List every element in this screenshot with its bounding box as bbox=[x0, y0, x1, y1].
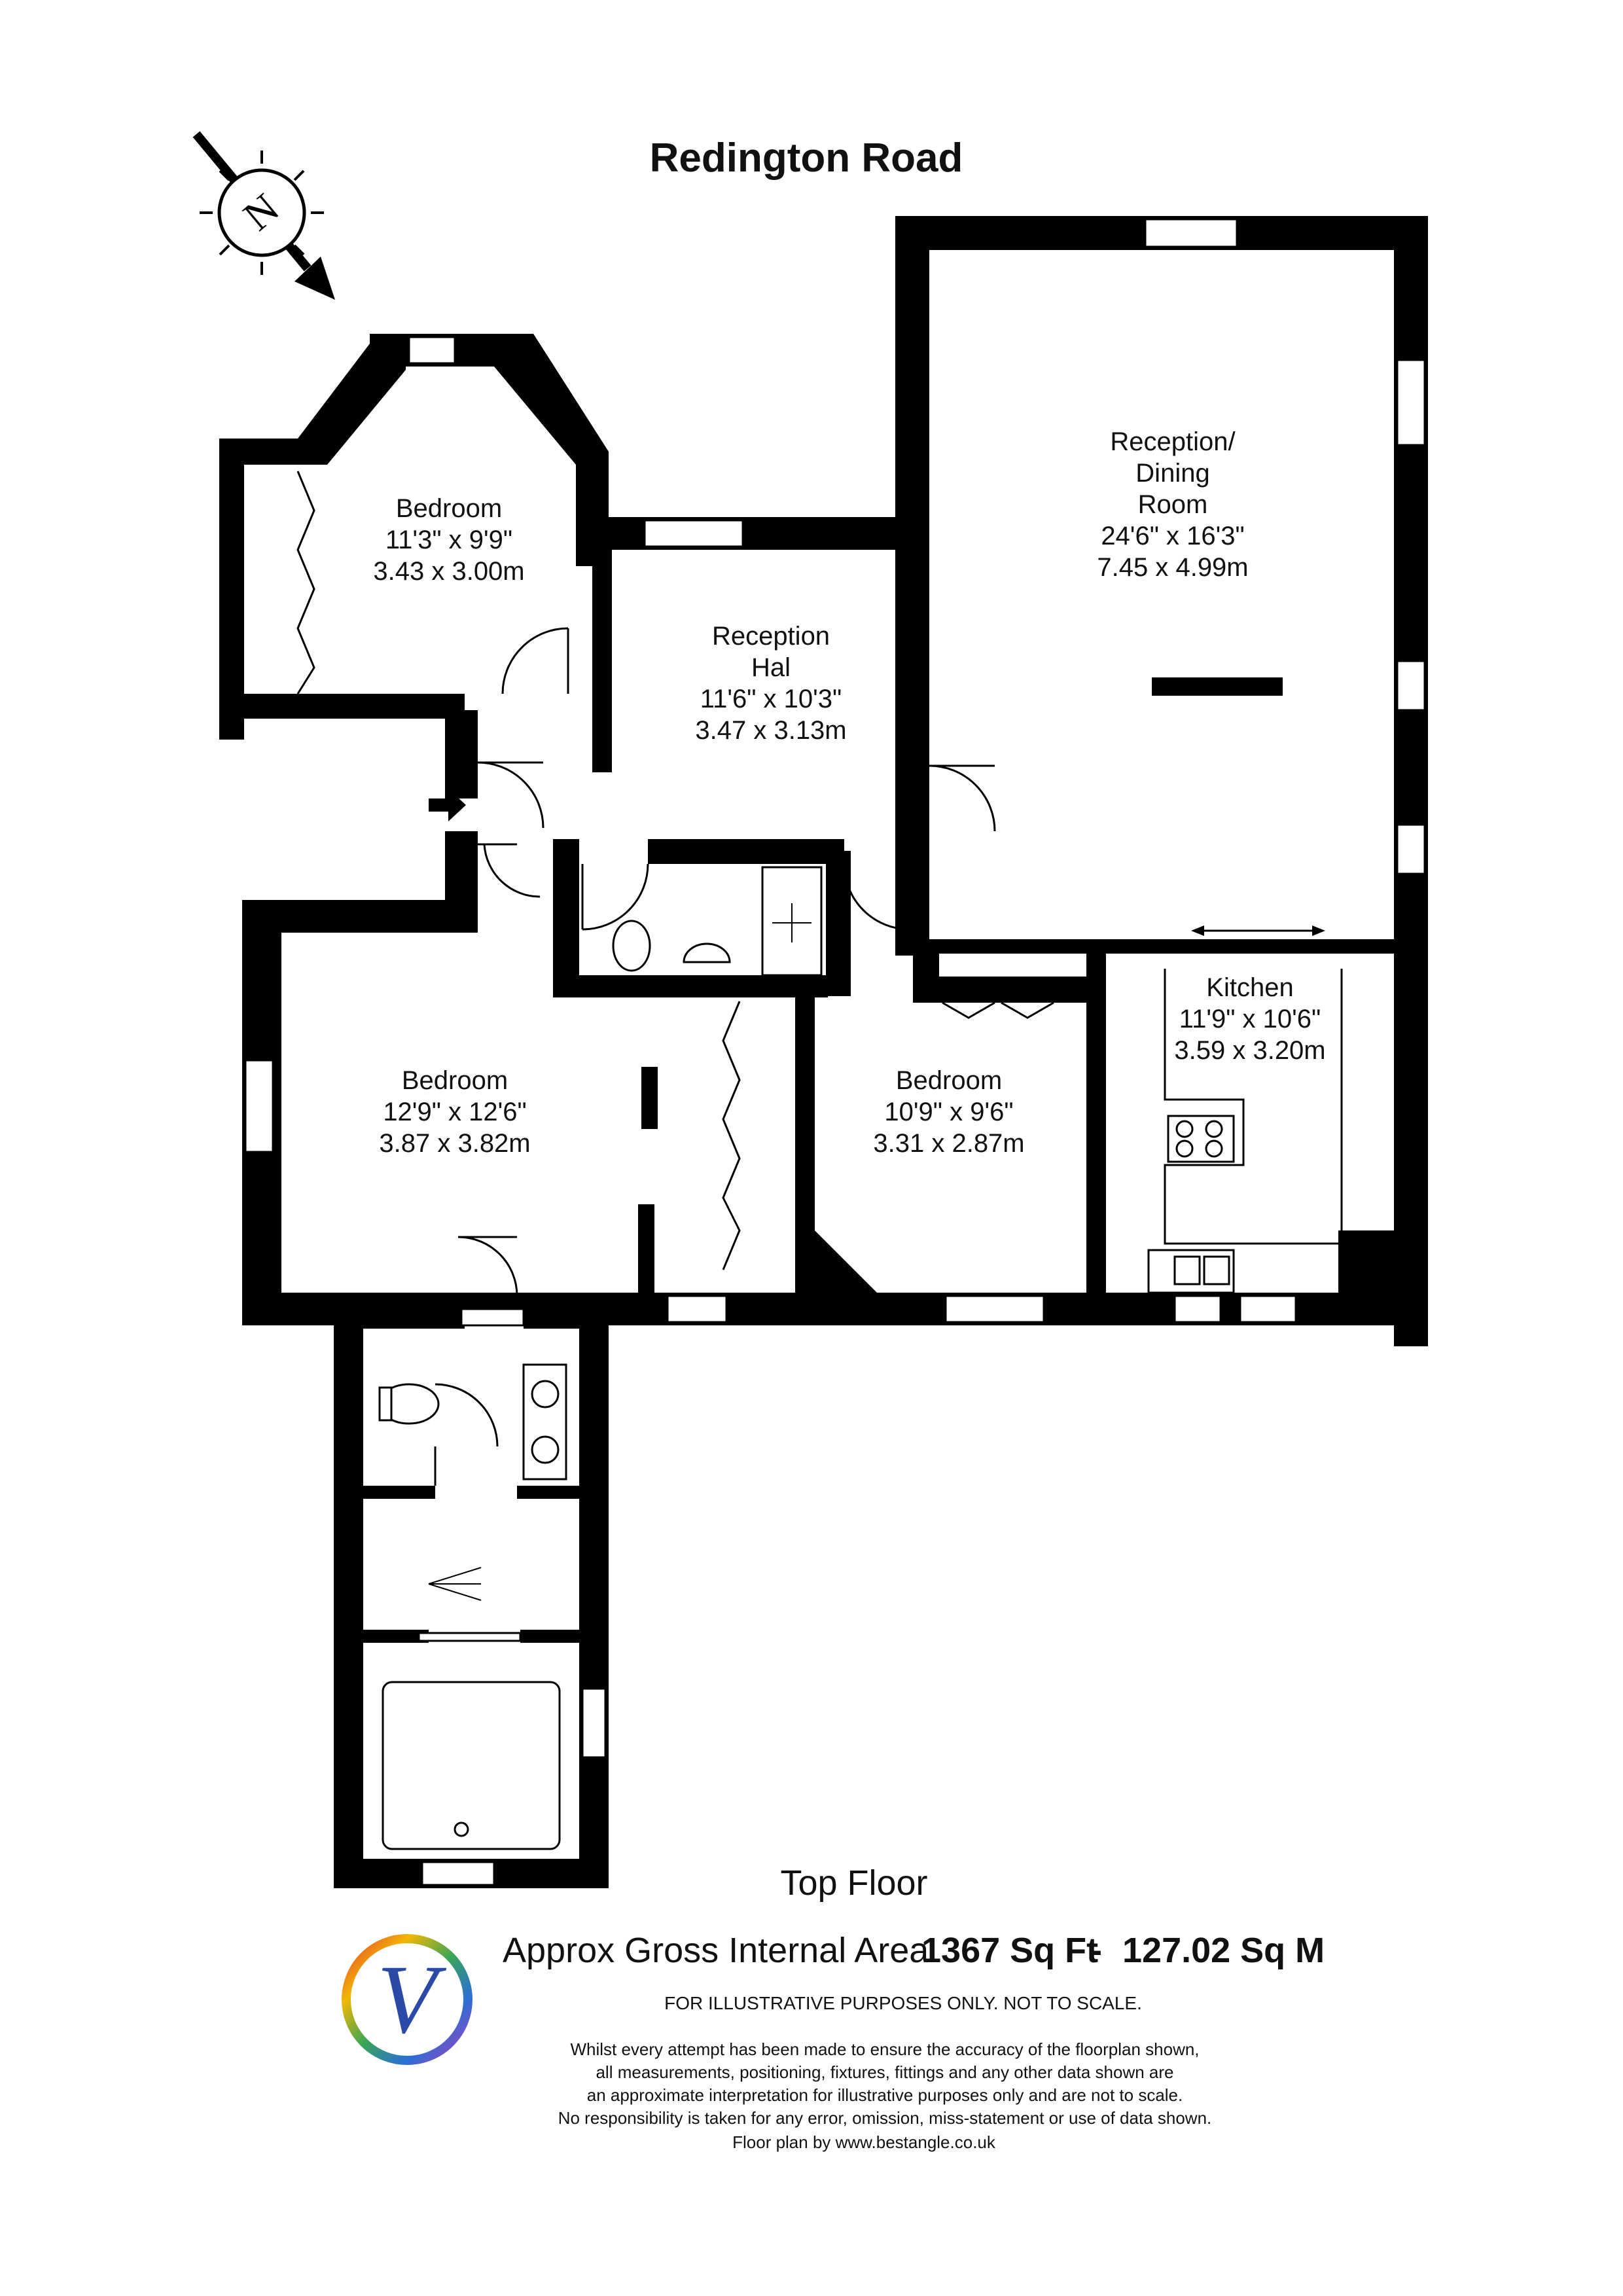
disclaimer-line: No responsibility is taken for any error… bbox=[558, 2108, 1212, 2128]
room-label-bedroom-3: Bedroom 10'9" x 9'6" 3.31 x 2.87m bbox=[873, 1066, 1024, 1158]
room-name-line3: Room bbox=[1138, 490, 1208, 519]
room-metric: 3.31 x 2.87m bbox=[873, 1129, 1024, 1158]
room-imperial: 11'3" x 9'9" bbox=[385, 526, 512, 554]
area-separator: - bbox=[1090, 1931, 1102, 1970]
logo-letter: V bbox=[377, 1945, 447, 2054]
disclaimer: Whilst every attempt has been made to en… bbox=[558, 2039, 1212, 2152]
room-metric: 7.45 x 4.99m bbox=[1097, 553, 1248, 582]
room-metric: 3.43 x 3.00m bbox=[373, 557, 524, 586]
room-label-reception-hall: Reception Hal 11'6" x 10'3" 3.47 x 3.13m bbox=[695, 622, 846, 745]
scale-notice: FOR ILLUSTRATIVE PURPOSES ONLY. NOT TO S… bbox=[664, 1993, 1142, 2013]
room-name: Bedroom bbox=[896, 1066, 1002, 1095]
disclaimer-line: Whilst every attempt has been made to en… bbox=[570, 2039, 1199, 2059]
room-label-bedroom-2: Bedroom 12'9" x 12'6" 3.87 x 3.82m bbox=[379, 1066, 530, 1158]
room-imperial: 11'6" x 10'3" bbox=[700, 685, 842, 713]
disclaimer-line: an approximate interpretation for illust… bbox=[587, 2085, 1183, 2105]
room-name-line2: Dining bbox=[1135, 459, 1209, 488]
street-name: Redington Road bbox=[650, 135, 963, 181]
room-name: Bedroom bbox=[402, 1066, 508, 1095]
room-label-reception-dining: Reception/ Dining Room 24'6" x 16'3" 7.4… bbox=[1097, 427, 1248, 582]
disclaimer-line: all measurements, positioning, fixtures,… bbox=[596, 2062, 1173, 2082]
room-metric: 3.47 x 3.13m bbox=[695, 716, 846, 745]
room-name-line2: Hal bbox=[751, 653, 791, 682]
room-label-bedroom-1: Bedroom 11'3" x 9'9" 3.43 x 3.00m bbox=[373, 494, 524, 586]
area-sq-ft: 1367 Sq Ft bbox=[921, 1931, 1098, 1970]
room-imperial: 11'9" x 10'6" bbox=[1179, 1005, 1321, 1033]
area-sq-m: 127.02 Sq M bbox=[1122, 1931, 1325, 1970]
room-label-kitchen: Kitchen 11'9" x 10'6" 3.59 x 3.20m bbox=[1174, 973, 1325, 1065]
room-name: Kitchen bbox=[1206, 973, 1293, 1002]
floor-label: Top Floor bbox=[780, 1863, 927, 1903]
floorplan-credit: Floor plan by www.bestangle.co.uk bbox=[732, 2132, 996, 2152]
logo: V bbox=[342, 1934, 473, 2065]
room-metric: 3.59 x 3.20m bbox=[1174, 1036, 1325, 1065]
room-imperial: 24'6" x 16'3" bbox=[1101, 522, 1244, 550]
room-name: Bedroom bbox=[396, 494, 502, 523]
room-imperial: 12'9" x 12'6" bbox=[383, 1098, 526, 1126]
fixtures bbox=[296, 471, 1343, 1850]
compass-icon: N bbox=[192, 131, 335, 300]
windows bbox=[244, 218, 1426, 1886]
room-name: Reception bbox=[712, 622, 830, 651]
area-label: Approx Gross Internal Area bbox=[503, 1931, 929, 1970]
room-name: Reception/ bbox=[1110, 427, 1236, 456]
room-imperial: 10'9" x 9'6" bbox=[884, 1098, 1013, 1126]
room-metric: 3.87 x 3.82m bbox=[379, 1129, 530, 1158]
doors bbox=[434, 627, 996, 1486]
